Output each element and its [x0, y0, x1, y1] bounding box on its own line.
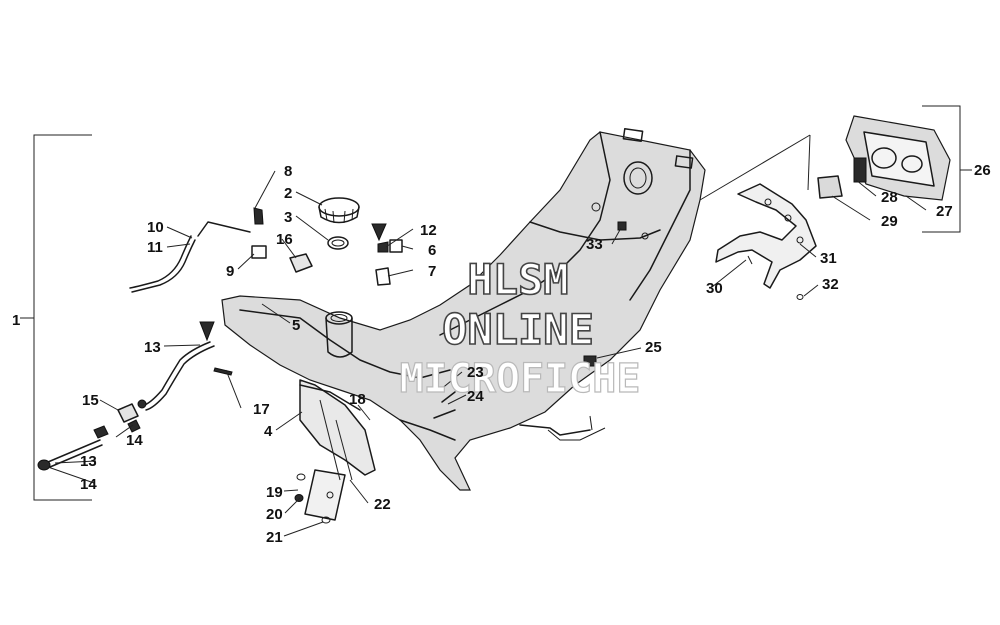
- callout-labels: 1 2 3 4 5 6 7 8 9 10 11 12 13 13 14 14 1…: [12, 162, 991, 546]
- watermark-line1: HLSM: [467, 255, 568, 304]
- callout: 30: [706, 280, 723, 297]
- callout: 7: [428, 263, 436, 280]
- cap-gasket: [327, 236, 349, 250]
- callout: 25: [645, 339, 662, 356]
- callout: 11: [147, 239, 163, 256]
- callout: 19: [266, 484, 283, 501]
- callout: 6: [428, 242, 436, 259]
- callout: 16: [276, 231, 293, 248]
- vent-hose: [129, 221, 251, 293]
- callout: 4: [264, 423, 273, 440]
- callout: 31: [820, 250, 837, 267]
- fuel-fitting: [289, 253, 313, 273]
- callout: 33: [586, 236, 603, 253]
- watermark-line3: MICROFICHE: [400, 356, 641, 402]
- bracket-1: [33, 134, 92, 501]
- callout: 21: [266, 529, 283, 546]
- taillight-bracket: [715, 183, 817, 300]
- callout: 13: [144, 339, 161, 356]
- fuel-tank-assembly: [213, 128, 706, 521]
- fuel-filter: [37, 399, 147, 471]
- callout: 29: [881, 213, 898, 230]
- hardware: [294, 221, 627, 524]
- callout: 8: [284, 163, 292, 180]
- warning-triangle-icon: [371, 223, 387, 242]
- warning-triangle-icon: [199, 321, 215, 342]
- leader-lines: [47, 134, 927, 537]
- callout: 28: [881, 189, 898, 206]
- callout: 18: [349, 391, 366, 408]
- taillight-assembly: [817, 115, 951, 201]
- callout: 10: [147, 219, 164, 236]
- callout: 23: [467, 364, 484, 381]
- fuel-cap: [318, 197, 360, 224]
- callout: 1: [12, 312, 20, 329]
- callout: 2: [284, 185, 292, 202]
- callout: 3: [284, 209, 292, 226]
- callout: 5: [292, 317, 300, 334]
- callout: 14: [80, 476, 97, 493]
- callout: 13: [80, 453, 97, 470]
- rollover-valve: [251, 207, 267, 259]
- callout: 22: [374, 496, 391, 513]
- callout: 27: [936, 203, 953, 220]
- fuel-hose: [141, 341, 215, 411]
- callout: 14: [126, 432, 143, 449]
- callout: 15: [82, 392, 99, 409]
- callout: 24: [467, 388, 484, 405]
- bracket-26: [922, 105, 961, 233]
- callout: 9: [226, 263, 234, 280]
- callout: 20: [266, 506, 283, 523]
- watermark-line2: ONLINE: [442, 305, 594, 354]
- callout: 32: [822, 276, 839, 293]
- callout: 26: [974, 162, 991, 179]
- callout: 17: [253, 401, 270, 418]
- callout: 12: [420, 222, 437, 239]
- vent-valve: [375, 239, 403, 286]
